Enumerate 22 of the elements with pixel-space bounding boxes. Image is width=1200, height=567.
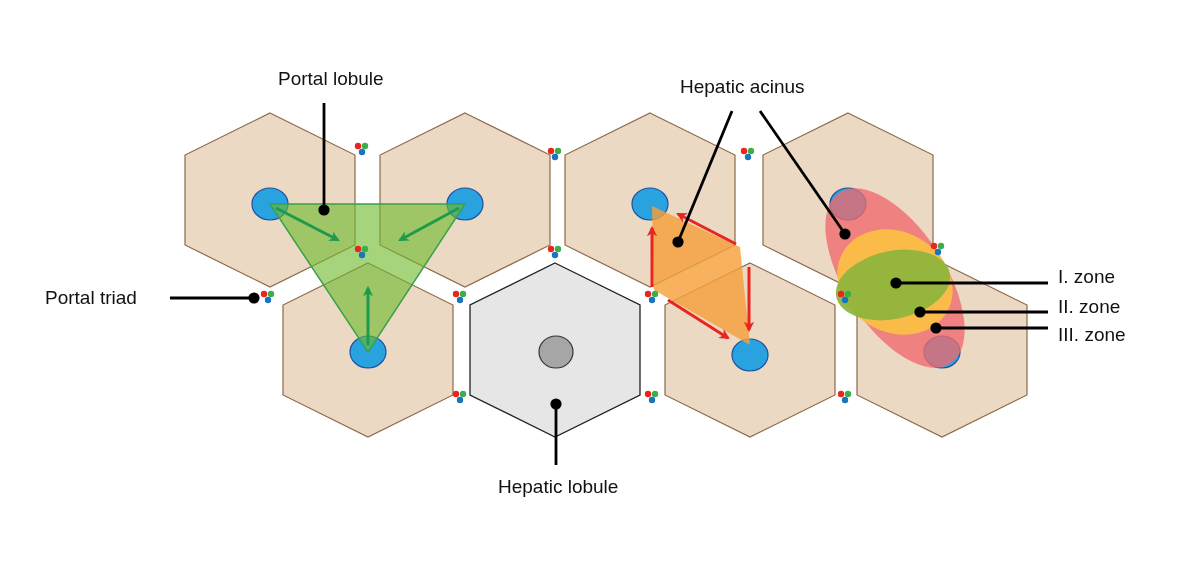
- structure-label: Portal lobule: [278, 68, 384, 90]
- zone-ellipse: [835, 229, 953, 335]
- leader-line: [890, 277, 1048, 289]
- structure-label: II. zone: [1058, 296, 1121, 318]
- structure-label: III. zone: [1058, 324, 1126, 346]
- leader-line: [672, 110, 734, 248]
- leader-line: [930, 322, 1048, 334]
- zone-ellipse: [835, 249, 951, 321]
- structure-label: Portal triad: [45, 287, 137, 309]
- structure-label: I. zone: [1058, 266, 1116, 288]
- lobule-hexagon: [469, 262, 641, 438]
- portal-triad-icon: [260, 290, 275, 304]
- lobule-triangle: [268, 203, 467, 354]
- acinus-region: [652, 206, 750, 345]
- structure-label: Hepatic lobule: [498, 476, 619, 498]
- leader-line: [914, 306, 1048, 318]
- leader-line: [550, 398, 562, 465]
- zone-ellipse: [825, 188, 965, 368]
- structure-label: Hepatic acinus: [680, 76, 805, 98]
- leader-line: [170, 292, 260, 304]
- leader-line: [758, 110, 851, 240]
- leader-line: [318, 103, 330, 216]
